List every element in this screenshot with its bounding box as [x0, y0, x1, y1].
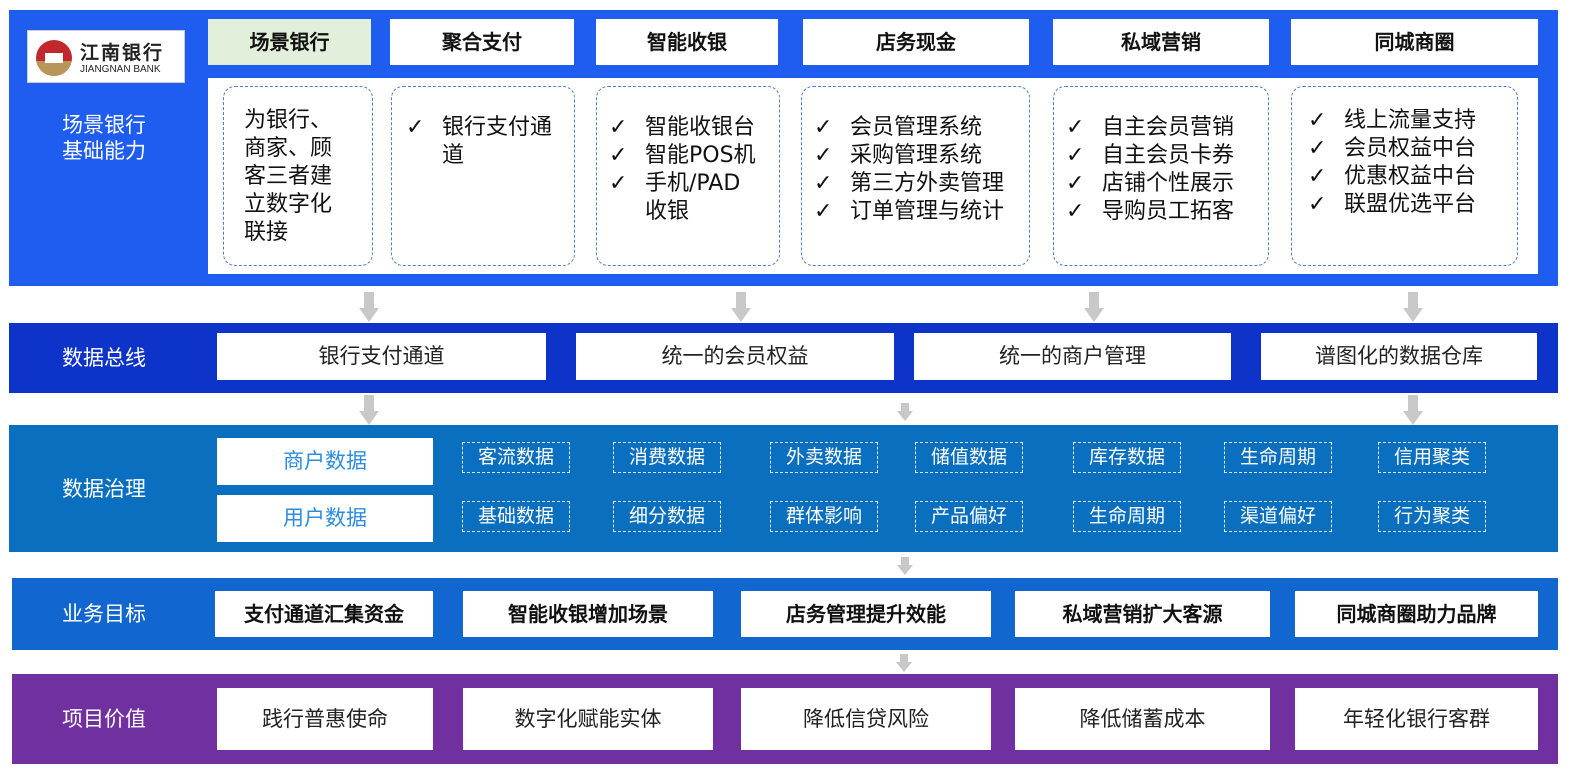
list-item: ✓会员权益中台: [1308, 136, 1477, 161]
goal-section-label: 业务目标: [62, 602, 146, 626]
list-item: ✓手机/PAD 收银: [609, 171, 741, 224]
check-icon: ✓: [1308, 164, 1327, 189]
tab-aggregate-payment[interactable]: 聚合支付: [390, 19, 574, 65]
bus-section-label: 数据总线: [62, 346, 146, 370]
bank-logo-icon: [36, 40, 72, 76]
goal-item-marketing: 私域营销扩大客源: [1015, 591, 1270, 637]
down-arrow-icon: [1403, 292, 1423, 322]
user-data-label: 用户数据: [217, 495, 433, 542]
value-item-young-customers: 年轻化银行客群: [1295, 688, 1538, 750]
card-cashier: ✓智能收银台 ✓智能POS机 ✓手机/PAD 收银: [596, 86, 780, 266]
tab-smart-cashier[interactable]: 智能收银: [596, 19, 778, 65]
card-store: ✓会员管理系统 ✓采购管理系统 ✓第三方外卖管理 ✓订单管理与统计: [801, 86, 1030, 266]
down-arrow-icon: [359, 292, 379, 322]
down-arrow-icon: [1403, 395, 1423, 425]
merchant-data-chip: 储值数据: [915, 442, 1023, 473]
user-data-chip: 群体影响: [770, 501, 878, 532]
list-item: ✓线上流量支持: [1308, 108, 1477, 133]
user-data-chip: 生命周期: [1073, 501, 1181, 532]
merchant-data-label: 商户数据: [217, 438, 433, 485]
list-item: ✓自主会员卡券: [1066, 143, 1235, 168]
list-item: ✓智能POS机: [609, 143, 756, 168]
goal-item-store: 店务管理提升效能: [741, 591, 991, 637]
tab-city-district[interactable]: 同城商圈: [1291, 19, 1538, 65]
list-item: ✓导购员工拓客: [1066, 199, 1235, 224]
user-data-chip: 行为聚类: [1378, 501, 1486, 532]
logo-english-name: JIANGNAN BANK: [80, 64, 161, 75]
value-item-credit-risk: 降低信贷风险: [741, 688, 991, 750]
bus-item-data-warehouse: 谱图化的数据仓库: [1261, 333, 1537, 380]
list-item: ✓店铺个性展示: [1066, 171, 1235, 196]
jiangnan-bank-logo: 江南银行 JIANGNAN BANK: [27, 30, 185, 83]
tab-scene-banking[interactable]: 场景银行: [208, 19, 371, 65]
check-icon: ✓: [1066, 171, 1085, 196]
list-item: ✓第三方外卖管理: [814, 171, 1005, 196]
user-data-chip: 基础数据: [462, 501, 570, 532]
down-arrow-icon: [896, 654, 912, 672]
down-arrow-icon: [897, 403, 913, 421]
check-icon: ✓: [609, 143, 628, 168]
list-item: ✓银行支付通 道: [406, 115, 553, 168]
down-arrow-icon: [359, 395, 379, 425]
scene-section-label: 场景银行 基础能力: [62, 113, 146, 163]
bus-item-member-rights: 统一的会员权益: [576, 333, 894, 380]
merchant-data-chip: 外卖数据: [770, 442, 878, 473]
merchant-data-chip: 信用聚类: [1378, 442, 1486, 473]
value-item-inclusive: 践行普惠使命: [217, 688, 433, 750]
tab-private-marketing[interactable]: 私域营销: [1053, 19, 1269, 65]
merchant-data-chip: 库存数据: [1073, 442, 1181, 473]
list-item: ✓采购管理系统: [814, 143, 983, 168]
logo-chinese-name: 江南银行: [80, 42, 165, 64]
check-icon: ✓: [406, 115, 425, 140]
merchant-data-chip: 生命周期: [1224, 442, 1332, 473]
check-icon: ✓: [814, 115, 833, 140]
check-icon: ✓: [1066, 143, 1085, 168]
user-data-chip: 产品偏好: [915, 501, 1023, 532]
down-arrow-icon: [897, 557, 913, 575]
list-item: ✓自主会员营销: [1066, 115, 1235, 140]
check-icon: ✓: [1066, 199, 1085, 224]
goal-item-payment: 支付通道汇集资金: [215, 591, 433, 637]
down-arrow-icon: [1084, 292, 1104, 322]
down-arrow-icon: [731, 292, 751, 322]
merchant-data-chip: 客流数据: [462, 442, 570, 473]
value-item-deposit-cost: 降低储蓄成本: [1015, 688, 1270, 750]
check-icon: ✓: [814, 171, 833, 196]
user-data-chip: 细分数据: [613, 501, 721, 532]
goal-item-cashier: 智能收银增加场景: [463, 591, 713, 637]
list-item: ✓联盟优选平台: [1308, 192, 1477, 217]
card-marketing: ✓自主会员营销 ✓自主会员卡券 ✓店铺个性展示 ✓导购员工拓客: [1053, 86, 1269, 266]
scene-intro-text: 为银行、 商家、顾 客三者建 立数字化 联接: [244, 108, 333, 245]
value-item-digital: 数字化赋能实体: [463, 688, 713, 750]
check-icon: ✓: [1066, 115, 1085, 140]
gov-section-label: 数据治理: [62, 477, 146, 501]
list-item: ✓会员管理系统: [814, 115, 983, 140]
card-district: ✓线上流量支持 ✓会员权益中台 ✓优惠权益中台 ✓联盟优选平台: [1291, 86, 1518, 266]
bus-item-payment-channel: 银行支付通道: [217, 333, 546, 380]
check-icon: ✓: [609, 171, 628, 196]
merchant-data-chip: 消费数据: [613, 442, 721, 473]
check-icon: ✓: [1308, 108, 1327, 133]
list-item: ✓优惠权益中台: [1308, 164, 1477, 189]
bus-item-merchant-mgmt: 统一的商户管理: [914, 333, 1231, 380]
card-payment: ✓银行支付通 道: [391, 86, 575, 266]
list-item: ✓订单管理与统计: [814, 199, 1005, 224]
list-item: ✓智能收银台: [609, 115, 756, 140]
card-scene-intro: 为银行、 商家、顾 客三者建 立数字化 联接: [223, 86, 373, 266]
goal-item-district: 同城商圈助力品牌: [1295, 591, 1538, 637]
check-icon: ✓: [1308, 136, 1327, 161]
tab-store-cash[interactable]: 店务现金: [803, 19, 1029, 65]
check-icon: ✓: [814, 143, 833, 168]
user-data-chip: 渠道偏好: [1224, 501, 1332, 532]
check-icon: ✓: [814, 199, 833, 224]
check-icon: ✓: [1308, 192, 1327, 217]
check-icon: ✓: [609, 115, 628, 140]
value-section-label: 项目价值: [62, 707, 146, 731]
